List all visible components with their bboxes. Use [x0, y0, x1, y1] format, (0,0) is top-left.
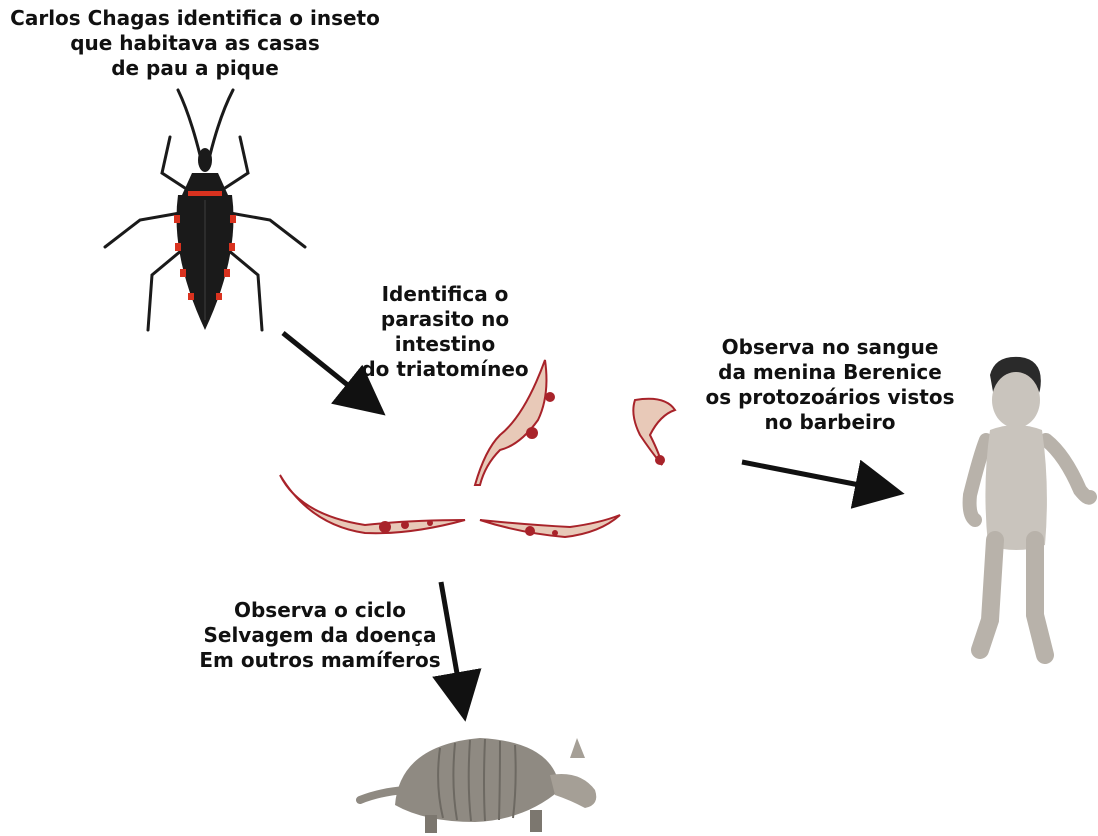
arrow-parasite-to-child	[742, 462, 885, 490]
arrow-parasite-to-armadillo	[441, 582, 462, 702]
arrow-insect-to-parasite	[283, 333, 370, 403]
